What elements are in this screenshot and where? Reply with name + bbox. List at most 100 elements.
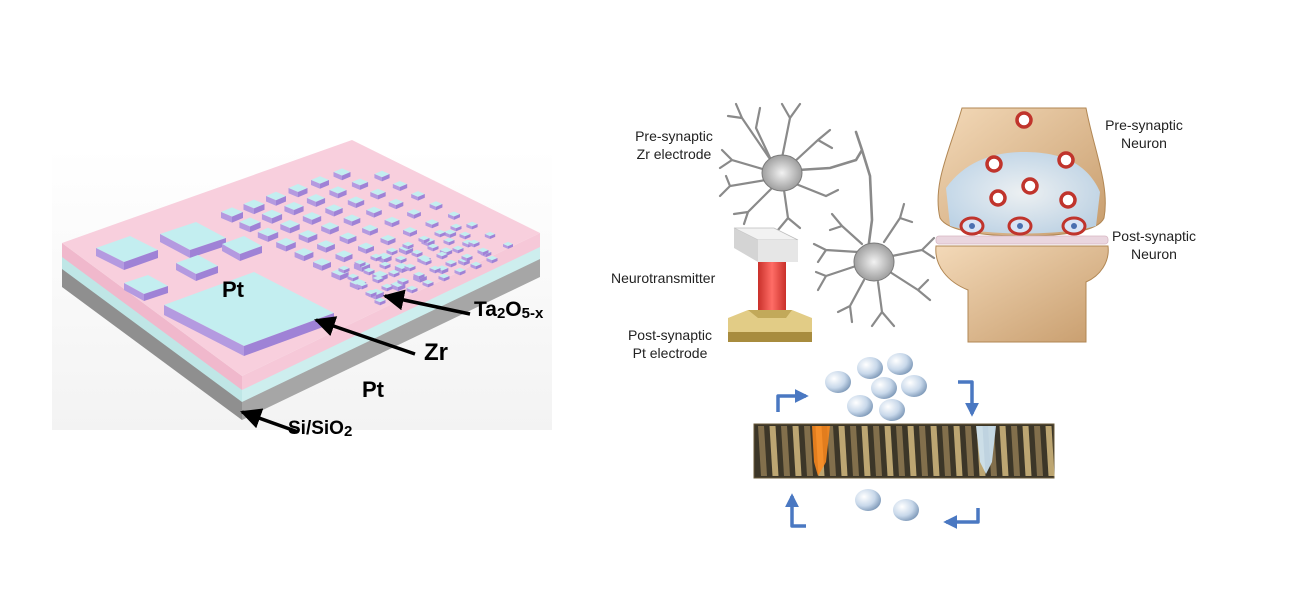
ta2o5-label: Ta2O5-x [474,298,543,322]
small-pad [452,245,464,254]
ion-sphere-icon [825,371,851,393]
small-pad [311,176,329,189]
small-pad [325,204,343,217]
small-pad [356,281,368,290]
small-pad [221,207,243,223]
ion-sphere-icon [857,357,883,379]
small-pad [413,271,425,280]
small-pad [288,184,308,198]
ion-cycle [753,353,1055,529]
small-pad [411,249,423,258]
small-pad [354,259,366,268]
small-pad [317,240,335,253]
small-pad [280,219,300,234]
small-pad [243,199,265,215]
small-pad [422,279,434,288]
vesicles [959,111,1087,236]
small-pad [454,267,466,276]
ion-sphere-icon [879,399,905,421]
small-pad [302,212,322,225]
small-pad [436,251,448,260]
vesicle [985,155,1003,173]
post-electrode-line2: Pt electrode [632,345,708,361]
small-pad [486,255,498,264]
vesicle [989,189,1007,207]
small-pad [450,223,462,232]
small-pad [407,209,421,219]
small-pad [294,248,314,262]
pre-electrode-line2: Zr electrode [636,146,712,162]
small-pad [284,201,304,216]
memristor-pillar-icon [728,227,812,342]
zr-arrow [314,316,416,356]
small-pad [484,231,496,240]
small-pad [343,214,361,227]
small-pad [331,268,349,281]
substrate-label: Si/SiO2 [288,418,352,440]
ion-sphere-icon [893,499,919,521]
small-pad [379,261,391,270]
post-neuron-label: Post-synaptic Neuron [1104,227,1204,263]
post-electrode-line1: Post-synaptic [627,327,713,343]
small-pad [333,168,351,181]
small-pads [221,168,513,306]
pre-electrode-line1: Pre-synaptic [635,128,713,144]
small-pad [429,265,441,274]
small-pad [362,224,378,236]
small-pad [445,259,457,268]
ion-spheres [825,353,927,521]
small-pad [313,258,331,271]
top-electrode-label: Pt [222,277,244,302]
small-pad [459,231,471,240]
pre-neuron-line1: Pre-synaptic [1105,117,1183,133]
small-pad [443,237,455,246]
substrate-base: Si/SiO [288,418,344,439]
small-pad [388,269,400,278]
small-pad [363,267,375,276]
small-pad [388,198,404,210]
small-pad [384,216,400,228]
small-pad [365,289,377,298]
small-pad [420,257,432,266]
filament-orange [812,426,830,476]
large-pads [96,222,334,356]
small-pad [403,227,417,237]
small-pad [298,230,318,244]
small-pad [370,253,382,262]
pre-neuron-line2: Neuron [1121,135,1167,151]
small-pad [438,273,450,282]
ion-sphere-icon [887,353,913,375]
small-pad [372,275,384,284]
small-pad [276,237,296,252]
vesicle [1057,151,1075,169]
vesicle [1021,177,1039,195]
small-pad [404,263,416,272]
small-pad [468,239,480,248]
vesicle [1059,191,1077,209]
substrate-arrow [240,408,299,434]
small-pad [321,222,339,235]
main-pt-pad [164,272,334,346]
cycle-arrow-icon [776,380,980,529]
small-pad [366,206,382,218]
substrate-sub: 2 [343,423,353,440]
small-pad [266,191,286,206]
post-electrode-label: Post-synaptic Pt electrode [620,326,720,362]
small-pad [425,219,439,229]
pre-electrode-label: Pre-synaptic Zr electrode [629,127,719,163]
neurotransmitter-label: Neurotransmitter [611,270,716,286]
small-pad [434,229,446,238]
bottom-electrode-label: Pt [362,377,384,402]
pre-neuron-soma [761,154,803,192]
small-pad [351,178,369,190]
small-pad [411,191,425,201]
bottom-electrode-right [242,245,540,402]
small-pad [392,180,408,191]
small-pad [390,280,406,292]
post-neuron-line1: Post-synaptic [1111,228,1197,244]
ta2o5-arrow [382,289,471,316]
small-pad [466,221,478,230]
small-pad [470,261,482,270]
bottom-electrode-left [62,255,242,402]
